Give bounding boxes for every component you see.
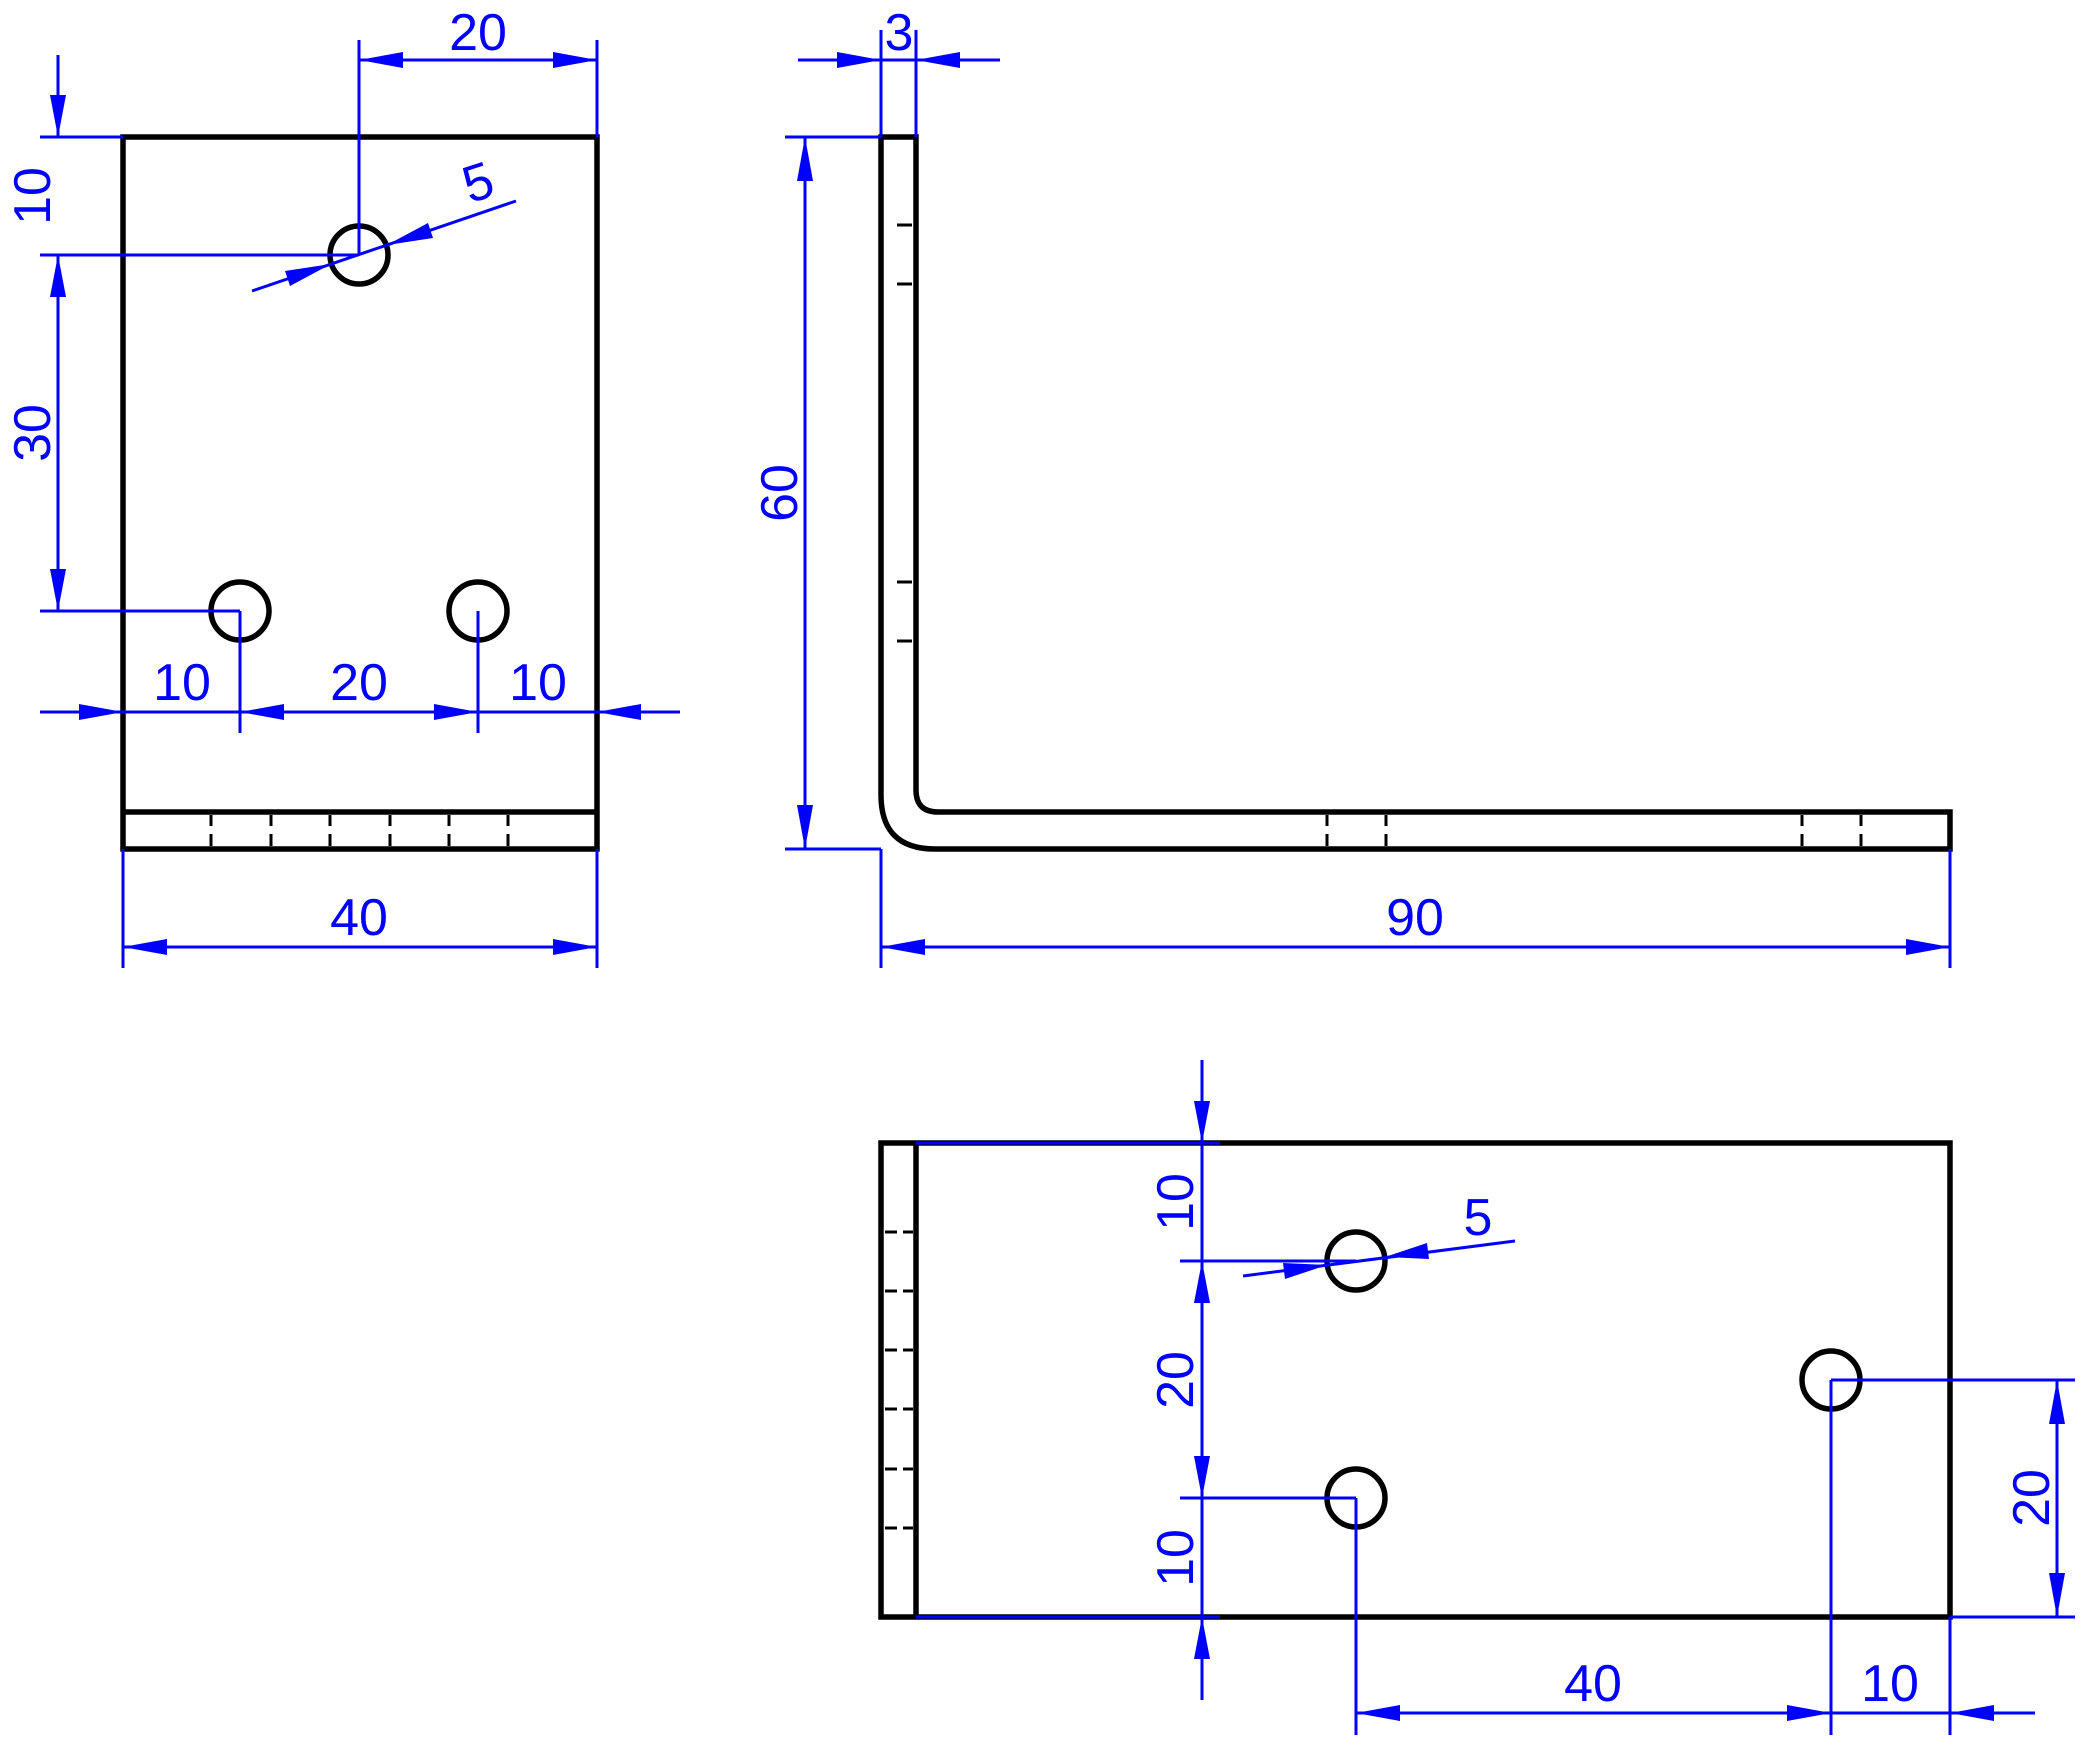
dim-bottom-spacing-20-label: 20 xyxy=(1147,1351,1205,1409)
dim-bottom-horizontal-chain: 40 10 xyxy=(1354,1380,2035,1735)
dim-front-left-margin-label: 10 xyxy=(153,654,211,712)
dim-bottom-right-20: 20 xyxy=(1831,1378,2075,1619)
side-hidden-lines xyxy=(897,223,1863,846)
dim-front-top-20-label: 20 xyxy=(449,4,507,62)
dim-front-left-10-label: 10 xyxy=(4,167,62,225)
dim-front-diameter-5: 5 xyxy=(251,151,517,293)
side-view: 3 60 90 xyxy=(751,4,1953,968)
dim-side-length-90: 90 xyxy=(879,849,1952,968)
dim-side-height-60: 60 xyxy=(751,135,881,851)
dim-side-thickness-3: 3 xyxy=(798,4,1000,137)
front-view: 20 5 10 30 xyxy=(4,4,680,968)
dim-side-height-60-label: 60 xyxy=(751,464,809,522)
dim-bottom-vertical-chain: 10 20 10 xyxy=(1147,1060,1356,1700)
dim-bottom-right-20-label: 20 xyxy=(2003,1469,2061,1527)
dim-front-right-margin-label: 10 xyxy=(509,654,567,712)
dim-bottom-top-10-label: 10 xyxy=(1147,1173,1205,1231)
dim-front-width-40: 40 xyxy=(121,849,599,968)
bottom-view: 5 10 20 10 20 xyxy=(878,1060,2075,1735)
dim-bottom-right-margin-label: 10 xyxy=(1861,1655,1919,1713)
bottom-plate-outline xyxy=(878,1140,1953,1620)
dim-front-width-40-label: 40 xyxy=(330,889,388,947)
dim-front-hole-spacing-label: 20 xyxy=(330,654,388,712)
dim-front-top-20: 20 xyxy=(357,4,599,255)
dim-side-length-90-label: 90 xyxy=(1386,889,1444,947)
dim-front-left-10: 10 xyxy=(4,55,359,300)
dim-bottom-diameter-5: 5 xyxy=(1242,1189,1516,1279)
dim-front-diameter-5-label: 5 xyxy=(456,151,501,215)
dim-front-left-30: 30 xyxy=(4,255,240,613)
dim-front-left-30-label: 30 xyxy=(4,404,62,462)
side-angle-outline xyxy=(878,134,1953,852)
dim-bottom-bottom-10-label: 10 xyxy=(1147,1529,1205,1587)
dim-front-horizontal-chain: 10 20 10 xyxy=(40,611,680,733)
dim-bottom-spacing-40-label: 40 xyxy=(1564,1655,1622,1713)
bottom-hidden-lines xyxy=(885,1230,913,1530)
dim-bottom-diameter-5-label: 5 xyxy=(1464,1189,1493,1247)
dim-side-thickness-3-label: 3 xyxy=(885,4,914,62)
front-hidden-lines xyxy=(209,815,510,846)
